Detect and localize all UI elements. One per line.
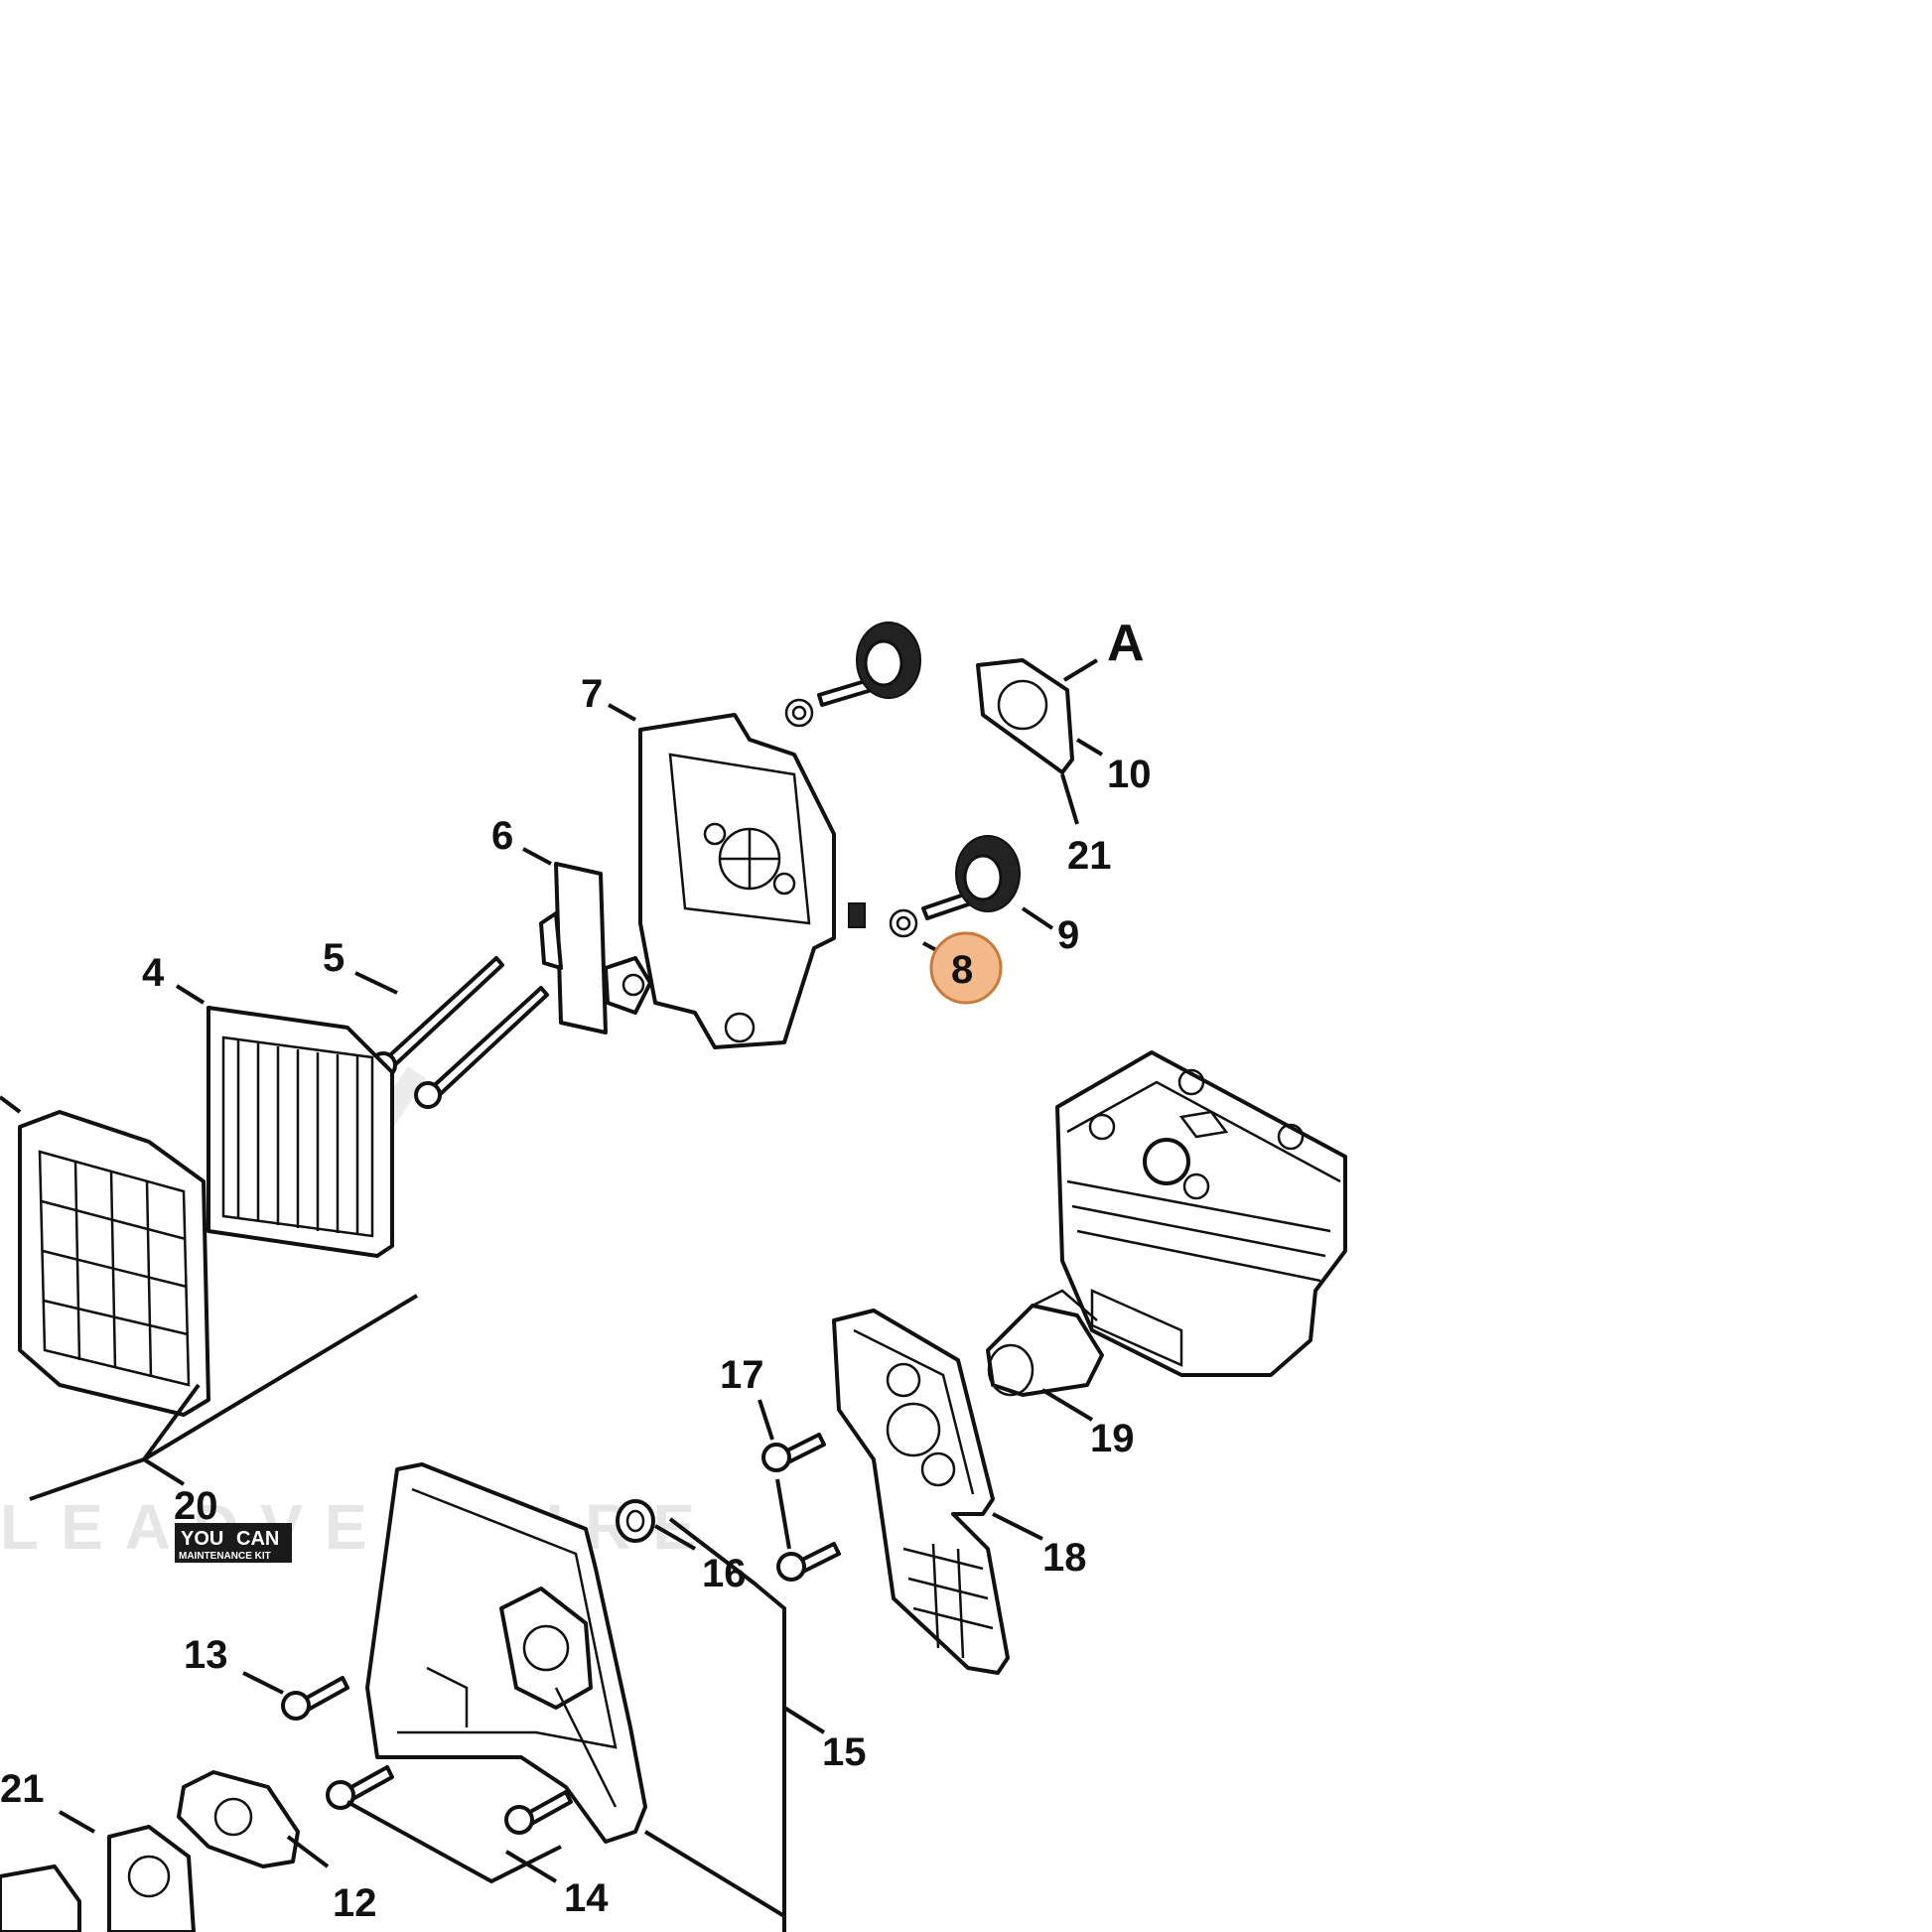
callout-8[interactable]: 8 [951,948,973,992]
part-manifold-plate[interactable] [832,1309,1010,1675]
part-knob-screw-upper[interactable] [817,621,921,707]
part-screws-17[interactable] [761,1433,841,1582]
part-gasket-lower[interactable] [107,1825,196,1932]
callout-19[interactable]: 19 [1090,1417,1135,1460]
callout-A[interactable]: A [1107,615,1145,672]
callout-4[interactable]: 4 [142,951,165,995]
callout-6[interactable]: 6 [491,814,513,858]
callout-18[interactable]: 18 [1042,1536,1087,1580]
part-air-filter-base[interactable] [638,713,866,1049]
callout-21-upper[interactable]: 21 [1067,834,1112,878]
callout-5[interactable]: 5 [323,936,345,980]
maintenance-kit-badge: YOU CAN MAINTENANCE KIT [175,1523,292,1563]
kit-badge-you: YOU [181,1528,223,1550]
callout-17[interactable]: 17 [720,1353,764,1397]
part-paper-filter[interactable] [207,1006,394,1258]
part-flange[interactable] [177,1770,300,1868]
part-screws-14[interactable] [326,1765,573,1835]
part-screw-13[interactable] [281,1676,349,1721]
part-gasket-upper[interactable] [976,658,1074,774]
callout-13[interactable]: 13 [184,1633,228,1677]
leader-lines [0,658,1104,1932]
callout-14[interactable]: 14 [564,1876,609,1920]
kit-badge-caption: MAINTENANCE KIT [179,1551,271,1562]
callout-21-lower[interactable]: 21 [0,1767,45,1811]
callout-12[interactable]: 12 [333,1881,377,1925]
part-intake-elbow[interactable] [986,1289,1104,1397]
part-washer-lower[interactable] [889,908,918,938]
callout-labels: A 4 5 6 7 8 9 10 12 13 14 15 16 17 18 19… [0,615,1152,1925]
callout-10[interactable]: 10 [1107,753,1152,796]
part-washer-upper[interactable] [784,698,814,728]
part-knob-screw-lower[interactable] [921,835,1021,920]
callout-16[interactable]: 16 [702,1552,747,1595]
kit-badge-can: CAN [236,1528,279,1550]
callout-9[interactable]: 9 [1057,913,1079,957]
part-grommet[interactable] [616,1499,655,1543]
part-filter-grid[interactable] [18,1110,210,1417]
part-cylinder[interactable] [1055,1050,1347,1377]
callout-7[interactable]: 7 [581,672,603,716]
part-carburetor-housing[interactable] [365,1462,647,1844]
callout-15[interactable]: 15 [822,1730,867,1774]
highlight-part-8 [929,931,1003,1005]
part-gasket-plate[interactable] [539,862,652,1035]
callout-20[interactable]: 20 [174,1484,218,1528]
part-engine-fragment [0,1864,81,1932]
watermark-text: LEADVENTURE [0,1491,717,1563]
